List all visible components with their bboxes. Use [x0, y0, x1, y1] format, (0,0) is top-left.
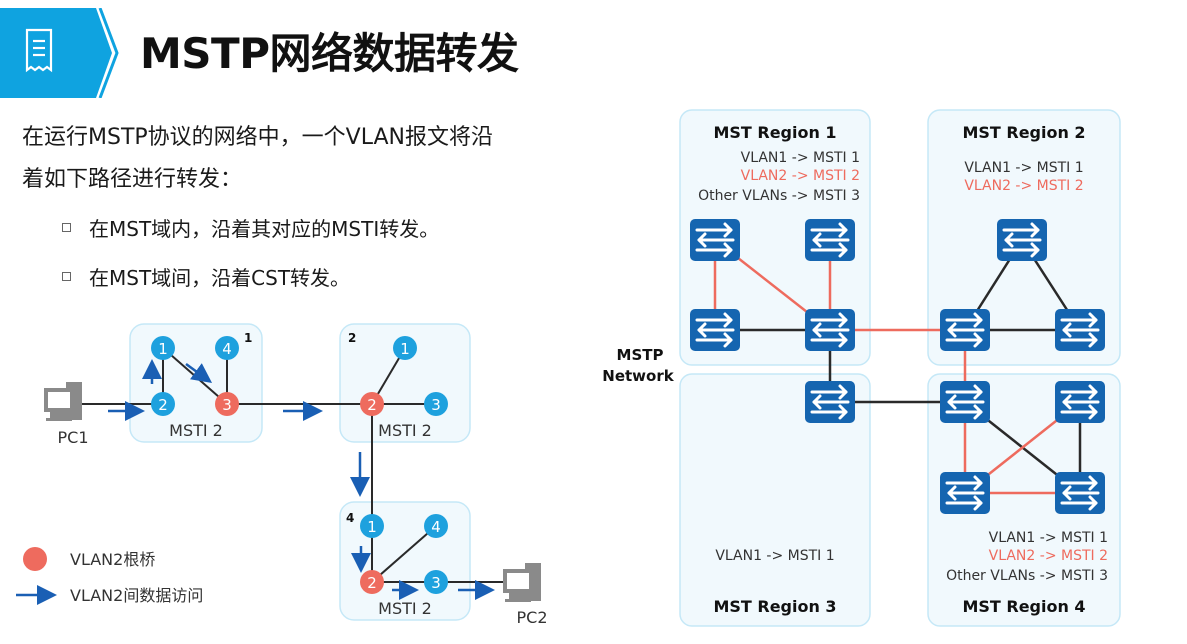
node-r2-1: 1	[393, 336, 417, 360]
svg-text:2: 2	[158, 396, 168, 414]
pc2-label: PC2	[517, 608, 548, 627]
bullet-text: 在MST域内，沿着其对应的MSTI转发。	[89, 217, 440, 241]
legend-root-label: VLAN2根桥	[70, 550, 155, 569]
node-r1-2: 2	[151, 392, 175, 416]
svg-text:3: 3	[431, 574, 441, 592]
node-r2-2-root: 2	[360, 392, 384, 416]
mst-region-3-box	[679, 373, 871, 627]
switch-icon	[803, 307, 857, 353]
region-1-mapping-3: Other VLANs -> MSTI 3	[698, 188, 860, 204]
node-r4-1: 1	[360, 514, 384, 538]
node-r1-4: 4	[215, 336, 239, 360]
node-r1-3-root: 3	[215, 392, 239, 416]
region-label-1: MSTI 2	[169, 421, 223, 440]
mst-region-4-box	[927, 373, 1121, 627]
region-4-mapping-2: VLAN2 -> MSTI 2	[989, 548, 1108, 564]
legend-root-icon	[23, 547, 47, 571]
region-label-2: MSTI 2	[378, 421, 432, 440]
bullet-square-icon	[62, 223, 71, 232]
mst-region-1-box	[679, 109, 871, 366]
intro-line-1: 在运行MSTP协议的网络中，一个VLAN报文将沿	[22, 125, 493, 150]
intro-text: 在运行MSTP协议的网络中，一个VLAN报文将沿 着如下路径进行转发：	[22, 117, 602, 201]
node-r4-2-root: 2	[360, 570, 384, 594]
region-3-mapping-1: VLAN1 -> MSTI 1	[715, 548, 834, 564]
node-r2-3: 3	[424, 392, 448, 416]
region-1-title: MST Region 1	[713, 123, 836, 142]
svg-text:2: 2	[367, 574, 377, 592]
svg-text:4: 4	[431, 518, 441, 536]
pc1-computer-icon	[44, 382, 82, 421]
flow-arrows	[108, 359, 495, 600]
switch-icon	[688, 217, 742, 263]
switch-icon	[1053, 379, 1107, 425]
bullet-text: 在MST域间，沿着CST转发。	[89, 266, 351, 290]
region-1-mapping-1: VLAN1 -> MSTI 1	[741, 150, 860, 166]
intro-line-2: 着如下路径进行转发：	[22, 167, 243, 192]
bullet-item-1: 在MST域内，沿着其对应的MSTI转发。	[62, 213, 439, 242]
region-label-4: MSTI 2	[378, 599, 432, 618]
svg-text:2: 2	[367, 396, 377, 414]
switch-icon	[938, 379, 992, 425]
switch-icon	[803, 217, 857, 263]
legend-flow-label: VLAN2间数据访问	[70, 586, 203, 605]
mstp-network-label-line2: Network	[602, 367, 674, 385]
region-1-mapping-2: VLAN2 -> MSTI 2	[741, 168, 860, 184]
svg-text:1: 1	[158, 340, 168, 358]
switch-icon	[803, 379, 857, 425]
svg-text:1: 1	[367, 518, 377, 536]
svg-text:1: 1	[400, 340, 410, 358]
node-r4-4: 4	[424, 514, 448, 538]
msti-forwarding-diagram: 1 2 3 4 1 2 3 1 2 3 4 1 2 4 MSTI 2 MSTI …	[16, 323, 548, 627]
region-4-mapping-3: Other VLANs -> MSTI 3	[946, 568, 1108, 584]
region-2-title: MST Region 2	[962, 123, 1085, 142]
mstp-network-diagram: MST Region 1 VLAN1 -> MSTI 1 VLAN2 -> MS…	[602, 109, 1121, 627]
bullet-square-icon	[62, 272, 71, 281]
svg-text:3: 3	[222, 396, 232, 414]
region-4-title: MST Region 4	[962, 597, 1085, 616]
mstp-network-label-line1: MSTP	[617, 346, 664, 364]
svg-text:3: 3	[431, 396, 441, 414]
pc1-label: PC1	[58, 428, 89, 447]
node-r4-3: 3	[424, 570, 448, 594]
switch-icon	[938, 470, 992, 516]
document-list-icon	[25, 28, 53, 73]
region-3-title: MST Region 3	[713, 597, 836, 616]
bullet-item-2: 在MST域间，沿着CST转发。	[62, 262, 350, 291]
switch-icon	[995, 217, 1049, 263]
region-2-mapping-1: VLAN1 -> MSTI 1	[964, 160, 1083, 176]
switch-icon	[1053, 307, 1107, 353]
header-tab	[0, 8, 119, 98]
region-number-2: 2	[348, 331, 356, 345]
switch-icon	[938, 307, 992, 353]
node-r1-1: 1	[151, 336, 175, 360]
page-title: MSTP网络数据转发	[140, 29, 519, 78]
switch-icon	[688, 307, 742, 353]
region-number-1: 1	[244, 331, 252, 345]
svg-text:4: 4	[222, 340, 232, 358]
region-4-mapping-1: VLAN1 -> MSTI 1	[989, 530, 1108, 546]
switch-icon	[1053, 470, 1107, 516]
region-number-4: 4	[346, 511, 354, 525]
pc2-computer-icon	[503, 563, 541, 602]
region-2-mapping-2: VLAN2 -> MSTI 2	[964, 178, 1083, 194]
